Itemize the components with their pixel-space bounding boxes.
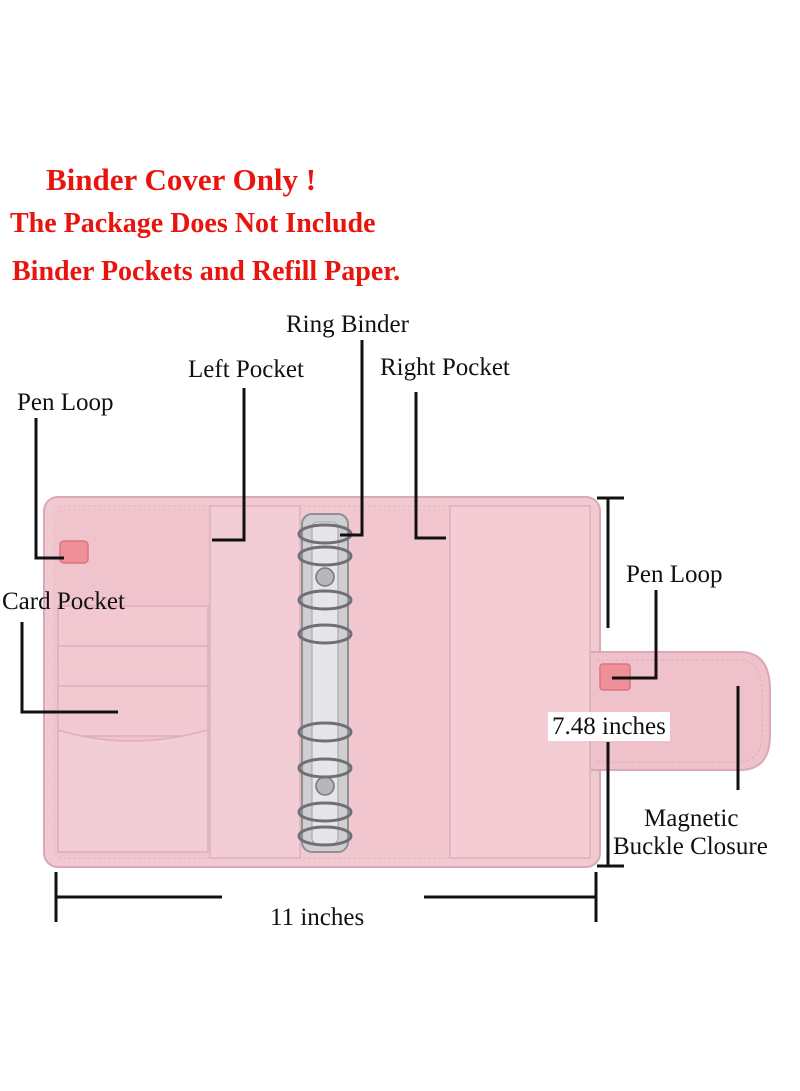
label-left-pocket: Left Pocket — [188, 356, 304, 383]
callout-right-pocket — [414, 392, 446, 540]
callout-left-pocket — [212, 388, 246, 542]
pen-loop-left-strap — [59, 540, 89, 564]
ring-mechanism — [297, 513, 353, 853]
left-pocket — [209, 505, 301, 859]
dimension-width: 11 inches — [270, 904, 365, 931]
label-pen-loop-right: Pen Loop — [626, 561, 723, 588]
callout-lines — [20, 340, 740, 922]
callout-card-pocket — [20, 622, 118, 714]
label-magnetic: Magnetic — [644, 805, 739, 832]
notice-line-1: Binder Cover Only ! — [46, 162, 317, 197]
label-buckle-closure: Buckle Closure — [613, 833, 768, 860]
callout-pen-loop-right — [612, 590, 658, 680]
label-ring-binder: Ring Binder — [286, 311, 409, 338]
label-pen-loop-left: Pen Loop — [17, 389, 114, 416]
right-pocket — [449, 505, 591, 859]
callout-ring-binder — [340, 340, 364, 537]
notice-line-2: The Package Does Not Include — [10, 208, 376, 239]
dimension-height: 7.48 inches — [548, 712, 670, 741]
callout-pen-loop-left — [34, 418, 64, 560]
right-panel — [350, 508, 450, 856]
label-card-pocket: Card Pocket — [2, 588, 125, 615]
label-right-pocket: Right Pocket — [380, 354, 510, 381]
card-pocket-front — [57, 728, 209, 853]
notice-line-3: Binder Pockets and Refill Paper. — [12, 256, 401, 287]
